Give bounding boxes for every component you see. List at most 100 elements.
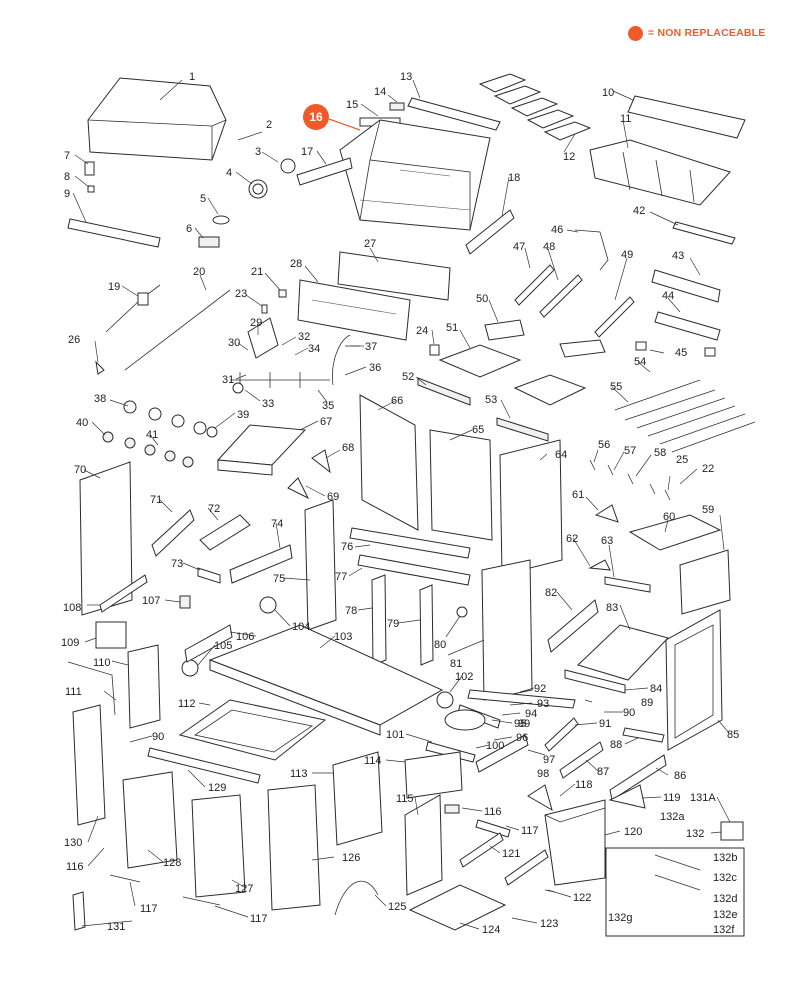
part-label: 112 xyxy=(178,698,196,710)
part-label: 126 xyxy=(342,852,360,864)
part-label: 42 xyxy=(633,205,645,217)
part-label: 108 xyxy=(63,602,81,614)
part-label: 110 xyxy=(93,657,111,669)
part-label: 13 xyxy=(400,71,412,83)
legend: = NON REPLACEABLE xyxy=(628,24,765,42)
part-label: 117 xyxy=(250,913,268,925)
part-label: 96 xyxy=(516,732,528,744)
part-label: 40 xyxy=(76,417,88,429)
part-label: 26 xyxy=(68,334,80,346)
part-label: 101 xyxy=(386,729,404,741)
part-label: 17 xyxy=(301,146,313,158)
part-label: 12 xyxy=(563,151,575,163)
part-label: 3 xyxy=(255,146,261,158)
part-label: 119 xyxy=(663,792,681,804)
part-label: 47 xyxy=(513,241,525,253)
part-label: 98 xyxy=(537,768,549,780)
part-label: 99 xyxy=(518,718,530,730)
part-label: 131 xyxy=(107,921,125,933)
part-label: 132d xyxy=(713,893,737,905)
part-label: 117 xyxy=(521,825,539,837)
part-label: 71 xyxy=(150,494,162,506)
non-replaceable-dot-icon xyxy=(628,25,643,41)
part-label: 19 xyxy=(108,281,120,293)
highlight-badge xyxy=(303,104,329,130)
leader-lines xyxy=(72,79,731,930)
part-label: 129 xyxy=(208,782,226,794)
part-label: 107 xyxy=(142,595,160,607)
highlight-part-16: 16 xyxy=(303,104,361,131)
part-label: 15 xyxy=(346,99,358,111)
part-label: 127 xyxy=(235,883,253,895)
part-label: 93 xyxy=(537,698,549,710)
part-label: 132 xyxy=(686,828,704,840)
part-label: 115 xyxy=(396,793,414,805)
part-label: 109 xyxy=(61,637,79,649)
part-label: 57 xyxy=(624,445,636,457)
part-label: 72 xyxy=(208,503,220,515)
part-label: 45 xyxy=(675,347,687,359)
part-label: 59 xyxy=(702,504,714,516)
part-label: 69 xyxy=(327,491,339,503)
part-label: 21 xyxy=(251,266,263,278)
part-label: 62 xyxy=(566,533,578,545)
part-label: 14 xyxy=(374,86,386,98)
part-label: 24 xyxy=(416,325,428,337)
part-label: 79 xyxy=(387,618,399,630)
part-label: 97 xyxy=(543,754,555,766)
part-label: 49 xyxy=(621,249,633,261)
part-label: 7 xyxy=(64,150,70,162)
part-label: 123 xyxy=(540,918,558,930)
part-label: 105 xyxy=(214,640,232,652)
part-label: 56 xyxy=(598,439,610,451)
part-label: 25 xyxy=(676,454,688,466)
part-label: 66 xyxy=(391,395,403,407)
part-label: 89 xyxy=(641,697,653,709)
part-label: 128 xyxy=(163,857,181,869)
part-label: 83 xyxy=(606,602,618,614)
part-label: 78 xyxy=(345,605,357,617)
part-label: 132b xyxy=(713,852,737,864)
part-label: 103 xyxy=(334,631,352,643)
part-label: 20 xyxy=(193,266,205,278)
part-label: 70 xyxy=(74,464,86,476)
part-label: 81 xyxy=(450,658,462,670)
part-label: 41 xyxy=(146,429,158,441)
part-label: 35 xyxy=(322,400,334,412)
part-label: 132g xyxy=(608,912,632,924)
part-label: 60 xyxy=(663,511,675,523)
part-labels: 1 2 3 4 5 6 7 8 9 10 11 12 13 14 15 17 1… xyxy=(61,71,739,936)
part-label: 52 xyxy=(402,371,414,383)
part-drawings xyxy=(67,73,756,937)
part-label: 10 xyxy=(602,87,614,99)
part-label: 120 xyxy=(624,826,642,838)
part-label: 4 xyxy=(226,167,232,179)
part-label: 87 xyxy=(597,766,609,778)
part-label: 74 xyxy=(271,518,283,530)
part-label: 67 xyxy=(320,416,332,428)
part-label: 1 xyxy=(189,71,195,83)
part-label: 33 xyxy=(262,398,274,410)
part-label: 37 xyxy=(365,341,377,353)
part-label: 34 xyxy=(308,343,320,355)
part-label: 90 xyxy=(623,707,635,719)
part-label: 111 xyxy=(65,686,82,698)
part-label: 43 xyxy=(672,250,684,262)
part-label: 80 xyxy=(434,639,446,651)
part-label: 11 xyxy=(620,113,631,125)
part-label: 46 xyxy=(551,224,563,236)
part-label: 48 xyxy=(543,241,555,253)
part-label: 44 xyxy=(662,290,674,302)
part-label: 31 xyxy=(222,374,234,386)
part-label: 91 xyxy=(599,718,611,730)
part-label: 132c xyxy=(713,872,737,884)
part-label: 92 xyxy=(534,683,546,695)
part-label: 84 xyxy=(650,683,662,695)
part-label: 58 xyxy=(654,447,666,459)
part-label: 86 xyxy=(674,770,686,782)
part-label: 54 xyxy=(634,356,646,368)
part-label: 2 xyxy=(266,119,272,131)
part-label: 76 xyxy=(341,541,353,553)
part-label: 32 xyxy=(298,331,310,343)
